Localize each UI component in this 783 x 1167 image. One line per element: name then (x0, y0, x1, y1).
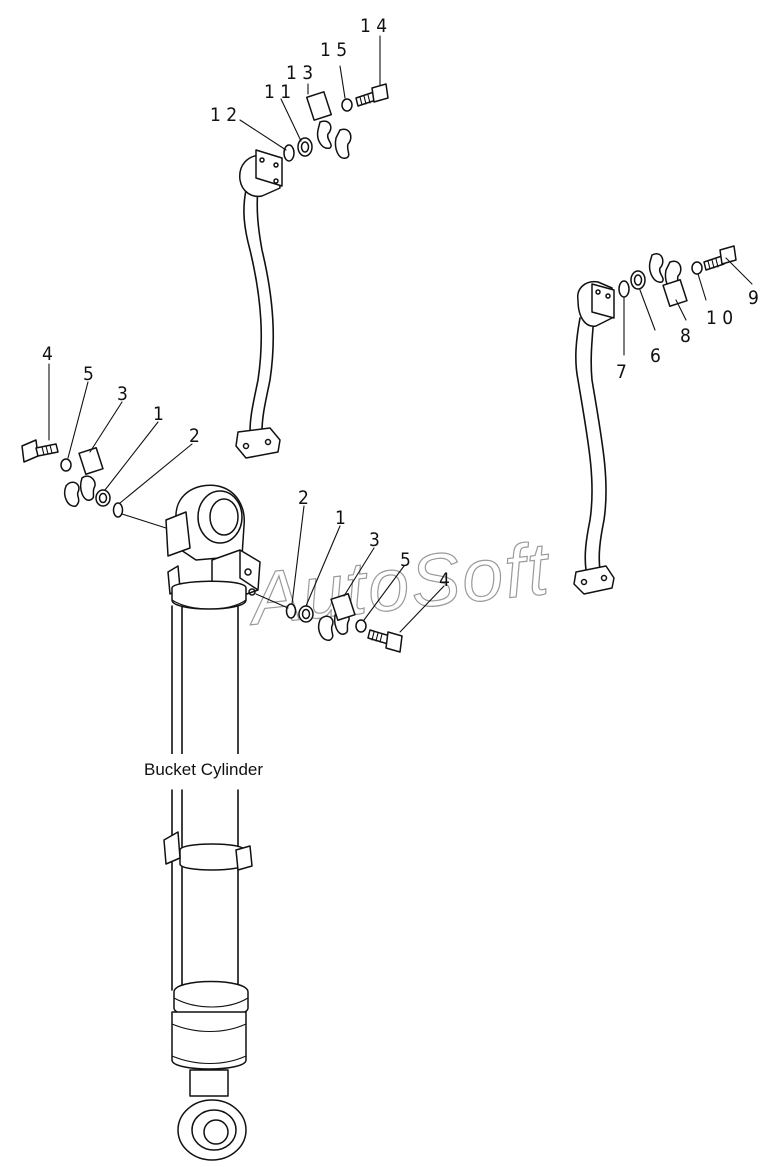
o-ring-1-left (95, 489, 111, 507)
o-ring-2-center (285, 603, 297, 619)
callout-14: 1 4 (360, 15, 387, 37)
callout-3-center: 3 (369, 529, 380, 551)
watermark-text: AutoSoft (243, 526, 555, 640)
callout-5-left: 5 (83, 363, 94, 385)
leader-lines (48, 35, 753, 633)
callout-11: 1 1 (264, 81, 291, 103)
callout-2-left: 2 (189, 425, 200, 447)
washer-15 (341, 98, 353, 112)
caption-background (138, 754, 286, 784)
split-flange-13a (316, 120, 332, 149)
callout-4-left: 4 (42, 343, 53, 365)
parts-upper-group (283, 83, 389, 162)
o-ring-6 (630, 270, 646, 290)
parts-right-group (618, 245, 737, 307)
parts-center-group (285, 593, 403, 653)
o-ring-7 (618, 280, 630, 298)
split-flange-3a-center (318, 615, 334, 641)
callout-4-center: 4 (439, 569, 450, 591)
bolt-4-left (21, 439, 59, 463)
washer-5-center (355, 619, 367, 633)
o-ring-2-left (112, 502, 124, 518)
callout-15: 1 5 (320, 39, 347, 61)
tube-left (235, 149, 283, 459)
bolt-4-center (367, 629, 403, 653)
callout-9: 9 (748, 287, 759, 309)
callout-10: 1 0 (706, 307, 733, 329)
bolt-9 (703, 245, 737, 271)
o-ring-1-center (298, 605, 314, 623)
callout-3-left: 3 (117, 383, 128, 405)
split-flange-13b (334, 128, 352, 159)
callout-13: 1 3 (286, 62, 313, 84)
callouts: 1 2 1 1 1 3 1 5 1 4 9 1 0 8 6 7 4 5 3 1 … (42, 15, 759, 591)
callout-8: 8 (680, 325, 691, 347)
o-ring-12 (283, 144, 295, 162)
callout-1-left: 1 (153, 403, 164, 425)
callout-12: 1 2 (210, 104, 237, 126)
callout-1-center: 1 (335, 507, 346, 529)
tube-right (573, 280, 615, 595)
callout-5-center: 5 (400, 549, 411, 571)
caption-bucket-cylinder: Bucket Cylinder (144, 760, 263, 779)
split-flange-3b-left (79, 475, 96, 501)
split-flange-3a-left (64, 481, 80, 507)
washer-10 (691, 261, 703, 275)
split-flange-8a (648, 253, 664, 283)
washer-5-left (60, 458, 72, 472)
callout-2-center: 2 (298, 487, 309, 509)
bucket-cylinder (163, 484, 261, 1161)
bolt-14 (355, 83, 389, 107)
o-ring-11 (297, 137, 313, 157)
callout-6: 6 (650, 345, 661, 367)
callout-7: 7 (616, 361, 627, 383)
parts-left-group (21, 439, 124, 518)
